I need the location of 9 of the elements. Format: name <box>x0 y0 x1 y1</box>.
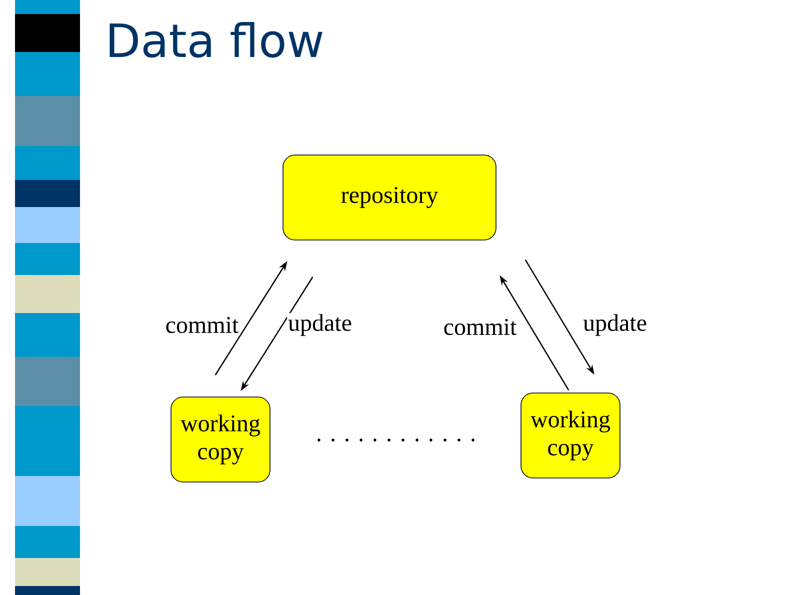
rounded-box: working copy <box>520 392 620 478</box>
title: Data flow <box>110 22 322 58</box>
edge-label: commit <box>164 316 240 334</box>
edge-label: update <box>287 313 353 337</box>
edge-label: update <box>582 313 648 337</box>
rounded-box: working copy <box>170 396 270 482</box>
edge-label: commit <box>442 318 518 336</box>
rounded-box: repository <box>282 154 496 240</box>
ellipsis-dots: . . . . . . . . . . . . <box>318 438 474 442</box>
